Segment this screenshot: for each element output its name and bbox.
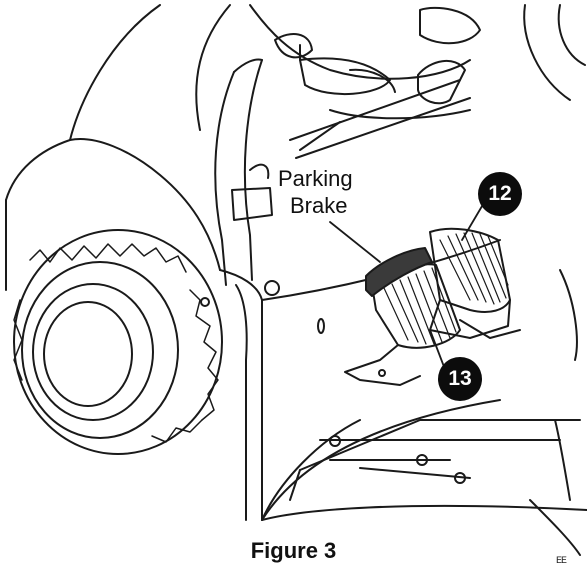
frame-tube xyxy=(214,58,273,286)
figure-caption: Figure 3 xyxy=(250,538,337,563)
tire xyxy=(13,229,223,455)
parking-brake-leader xyxy=(329,221,381,263)
dash-outline xyxy=(195,4,586,131)
rocker-step xyxy=(261,399,587,556)
parking-brake-cap xyxy=(365,247,433,297)
corner-mark: EE xyxy=(556,556,567,567)
callout-badge-13: 13 xyxy=(438,357,482,401)
parking-brake-label-line1: Parking xyxy=(276,166,355,192)
steering-column xyxy=(289,60,471,159)
callout-badge-12: 12 xyxy=(478,172,522,216)
parking-brake-label-line2: Brake xyxy=(288,193,350,219)
accelerator-pedal xyxy=(429,227,521,339)
